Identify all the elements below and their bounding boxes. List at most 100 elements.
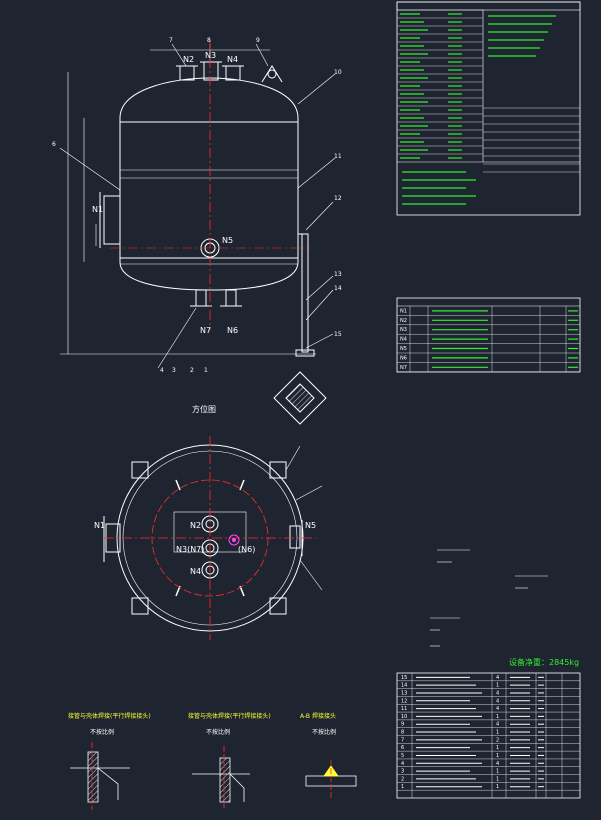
part-11: 11 bbox=[334, 153, 342, 160]
spec-table-header bbox=[396, 1, 581, 11]
equipment-weight: 设备净重：2845kg bbox=[509, 657, 579, 667]
bom-row-qty: 4 bbox=[496, 690, 499, 696]
label-n2: N2 bbox=[183, 55, 194, 64]
bom-row-qty: 1 bbox=[496, 753, 499, 759]
label-n1: N1 bbox=[92, 205, 103, 214]
detail-3-scale: 不按比例 bbox=[312, 728, 336, 736]
plan-leg-se bbox=[269, 597, 287, 615]
part-1: 1 bbox=[204, 367, 208, 374]
bom-row-qty: 4 bbox=[496, 706, 499, 712]
nozzle-n1-body bbox=[103, 195, 121, 245]
bom-row-no: 1 bbox=[401, 784, 404, 790]
part-4: 4 bbox=[160, 367, 164, 374]
bom-row-no: 6 bbox=[401, 745, 404, 751]
plan-leg-ne bbox=[269, 461, 287, 479]
leader-12 bbox=[305, 201, 334, 231]
bom-row-no: 13 bbox=[401, 690, 407, 696]
bom-row-qty: 4 bbox=[496, 761, 499, 767]
bom-row-qty: 1 bbox=[496, 730, 499, 736]
part-14: 14 bbox=[334, 285, 342, 292]
nozzle-n6-body bbox=[225, 289, 237, 307]
detail-1-weld bbox=[97, 767, 119, 800]
plan-leg-nw bbox=[131, 461, 149, 479]
plan-label-n4: N4 bbox=[190, 567, 201, 576]
detail-2-weld bbox=[229, 773, 245, 802]
detail-2-pipe bbox=[219, 757, 231, 803]
bom-row-no: 7 bbox=[401, 737, 404, 743]
bom-row-qty: 1 bbox=[496, 784, 499, 790]
leg-section-outline bbox=[273, 371, 327, 425]
lifting-lug bbox=[261, 65, 283, 83]
lug-hole bbox=[267, 69, 277, 79]
plan-leg-sw bbox=[131, 597, 149, 615]
bom-row-qty: 4 bbox=[496, 698, 499, 704]
part-7: 7 bbox=[169, 37, 173, 44]
bom-row-no: 4 bbox=[401, 761, 404, 767]
bom-row-qty: 2 bbox=[496, 737, 499, 743]
leader-11 bbox=[297, 157, 336, 189]
bom-row-qty: 1 bbox=[496, 776, 499, 782]
nozzle-row-mark: N7 bbox=[400, 365, 407, 371]
bom-row-no: 12 bbox=[401, 698, 407, 704]
leader-15 bbox=[305, 333, 334, 349]
part-15: 15 bbox=[334, 331, 342, 338]
plan-bolt-circle bbox=[151, 479, 269, 597]
detail-2-scale: 不按比例 bbox=[206, 728, 230, 736]
plan-n5-body bbox=[289, 525, 301, 549]
bom-row-qty: 1 bbox=[496, 714, 499, 720]
nozzle-row-mark: N6 bbox=[400, 355, 407, 361]
bom-row-no: 9 bbox=[401, 722, 404, 728]
plan-leader-3 bbox=[299, 559, 323, 591]
leader-9 bbox=[255, 43, 269, 67]
weld-detail-2 bbox=[192, 746, 250, 810]
bom-row-qty: 1 bbox=[496, 769, 499, 775]
nozzle-table-frame bbox=[396, 297, 581, 373]
bom-row-no: 2 bbox=[401, 776, 404, 782]
bom-row-no: 8 bbox=[401, 730, 404, 736]
nozzle-n2-body bbox=[179, 65, 195, 81]
plan-tick-1 bbox=[175, 479, 181, 491]
bom-row-no: 3 bbox=[401, 769, 404, 775]
label-n3: N3 bbox=[205, 51, 216, 60]
plan-leader-1 bbox=[285, 445, 301, 471]
bom-row-qty: 1 bbox=[496, 683, 499, 689]
part-2: 2 bbox=[190, 367, 194, 374]
plan-n6-circle bbox=[228, 534, 240, 546]
part-10: 10 bbox=[334, 69, 342, 76]
label-n5: N5 bbox=[222, 236, 233, 245]
leader-7 bbox=[171, 43, 187, 67]
part-13: 13 bbox=[334, 271, 342, 278]
plan-center-lines bbox=[104, 436, 316, 640]
technical-notes bbox=[430, 549, 548, 647]
detail-1-pipe bbox=[87, 751, 99, 803]
nozzle-row-mark: N2 bbox=[400, 318, 407, 324]
bom-row-qty: 4 bbox=[496, 722, 499, 728]
nozzle-row-mark: N5 bbox=[400, 346, 407, 352]
weld-detail-1 bbox=[70, 742, 130, 810]
label-n4: N4 bbox=[227, 55, 238, 64]
label-n6: N6 bbox=[227, 326, 238, 335]
bom-row-no: 5 bbox=[401, 753, 404, 759]
bom-row-no: 15 bbox=[401, 675, 407, 681]
part-6: 6 bbox=[52, 141, 56, 148]
spec-table-rows bbox=[397, 9, 580, 173]
plan-label-n6: (N6) bbox=[238, 545, 255, 554]
nozzle-row-mark: N1 bbox=[400, 308, 407, 314]
label-n7: N7 bbox=[200, 326, 211, 335]
spec-table-text bbox=[400, 13, 556, 205]
bom-row-qty: 1 bbox=[496, 745, 499, 751]
plan-leader-2 bbox=[295, 485, 323, 501]
leader-bottom bbox=[157, 307, 197, 369]
plan-view-title: 方位图 bbox=[192, 404, 216, 414]
nozzle-n3-body bbox=[203, 61, 219, 81]
detail-1-scale: 不按比例 bbox=[90, 728, 114, 736]
leader-13 bbox=[305, 275, 334, 301]
leg-base-plate bbox=[295, 349, 315, 357]
leader-14 bbox=[305, 289, 334, 321]
part-9: 9 bbox=[256, 37, 260, 44]
plan-label-n2: N2 bbox=[190, 521, 201, 530]
leader-6 bbox=[59, 147, 121, 191]
